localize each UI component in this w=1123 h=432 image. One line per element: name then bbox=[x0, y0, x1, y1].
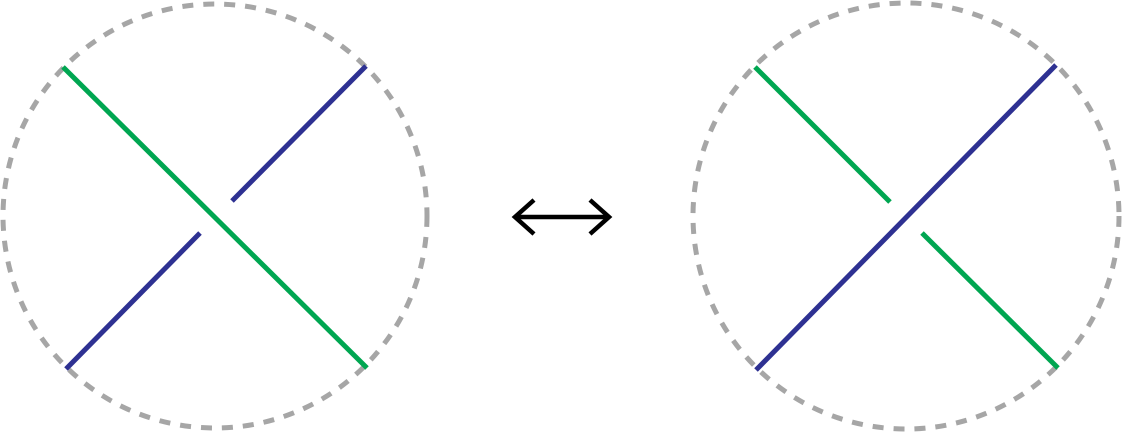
left-under-strand-upper bbox=[230, 64, 368, 203]
right-under-strand-lower bbox=[920, 231, 1060, 370]
right-crossing bbox=[690, 0, 1122, 432]
right-over-strand bbox=[754, 63, 1058, 372]
left-boundary-circle bbox=[0, 1, 430, 431]
left-over-strand bbox=[61, 65, 369, 370]
double-headed-arrow-icon bbox=[511, 198, 613, 236]
left-crossing bbox=[0, 1, 430, 431]
left-under-strand-lower bbox=[64, 231, 202, 371]
right-boundary-circle bbox=[690, 0, 1122, 432]
right-under-strand-upper bbox=[753, 65, 892, 204]
